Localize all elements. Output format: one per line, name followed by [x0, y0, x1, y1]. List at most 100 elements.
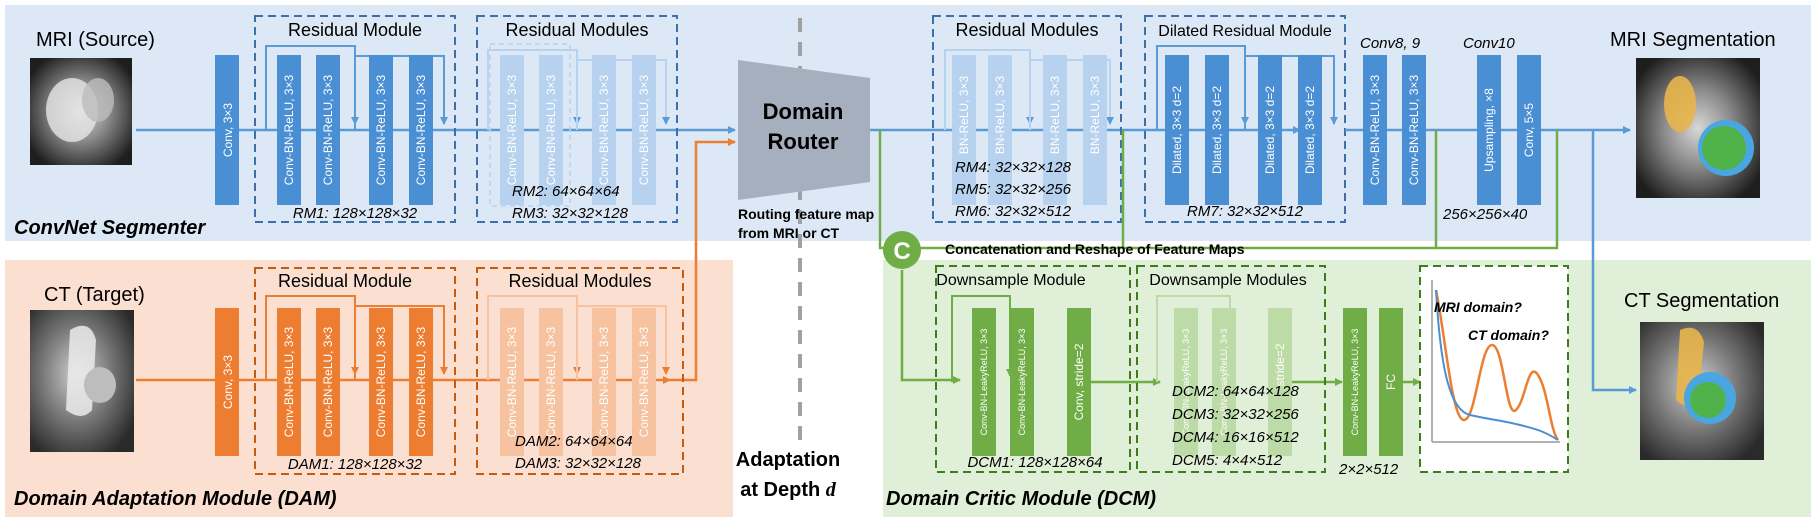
- ct-output-title: CT Segmentation: [1624, 290, 1779, 312]
- svg-text:Conv, 3×3: Conv, 3×3: [221, 103, 235, 157]
- dcm1-title: Downsample Module: [936, 272, 1086, 289]
- dcm1-box: [935, 265, 1131, 473]
- adaptation-line2: at Depth d: [740, 479, 837, 501]
- svg-text:stride=2: stride=2: [1273, 343, 1287, 386]
- conv55-block: Conv, 5×5: [1517, 55, 1541, 205]
- rm1-block-4: Conv-BN-ReLU, 3×3: [409, 55, 433, 205]
- mri-input-title: MRI (Source): [36, 29, 155, 51]
- dcm-fc-block: FC: [1379, 308, 1403, 456]
- svg-text:Dilated, 3×3 d=2: Dilated, 3×3 d=2: [1303, 86, 1317, 174]
- concat-tap-3: [1436, 130, 1559, 250]
- svg-text:Conv-BN-LeakyReLU, 3×3: Conv-BN-LeakyReLU, 3×3: [1181, 329, 1191, 436]
- dam1-block-4: Conv-BN-ReLU, 3×3: [409, 308, 433, 456]
- mri-input-image: [30, 58, 132, 165]
- dam23-block-2: Conv-BN-ReLU, 3×3: [539, 308, 563, 456]
- segmenter-section-title: ConvNet Segmenter: [14, 217, 206, 239]
- dam23-block-4: Conv-BN-ReLU, 3×3: [632, 308, 656, 456]
- svg-text:Conv-BN-ReLU, 3×3: Conv-BN-ReLU, 3×3: [414, 326, 428, 437]
- svg-text:Conv-BN-LeakyReLU, 3×3: Conv-BN-LeakyReLU, 3×3: [1017, 329, 1027, 436]
- dam23-skip-2: [576, 305, 670, 380]
- svg-text:Dilated, 3×3 d=2: Dilated, 3×3 d=2: [1170, 86, 1184, 174]
- ct-output-image: [1640, 322, 1764, 460]
- rm4-size: RM4: 32×32×128: [955, 159, 1072, 176]
- router-caption-line1: Routing feature map: [738, 206, 874, 222]
- dcm1-block-2: Conv-BN-LeakyReLU, 3×3: [1010, 308, 1034, 456]
- ct-domain-curve: [1435, 289, 1559, 441]
- svg-text:BN-ReLU, 3×3: BN-ReLU, 3×3: [1088, 75, 1102, 154]
- rm23-title: Residual Modules: [505, 20, 648, 40]
- svg-text:Conv-BN-ReLU, 3×3: Conv-BN-ReLU, 3×3: [321, 74, 335, 185]
- dcm25-title: Downsample Modules: [1149, 272, 1306, 289]
- segmenter-conv-block: Conv, 3×3: [215, 55, 239, 205]
- rm7-title: Dilated Residual Module: [1158, 23, 1332, 40]
- dam1-size: DAM1: 128×128×32: [288, 456, 423, 473]
- svg-text:Conv, 3×3: Conv, 3×3: [221, 355, 235, 409]
- rm456-block-4: BN-ReLU, 3×3: [1083, 55, 1107, 205]
- svg-text:Conv-BN-ReLU, 3×3: Conv-BN-ReLU, 3×3: [374, 326, 388, 437]
- dam3-size: DAM3: 32×32×128: [515, 455, 642, 472]
- router-title-line2: Router: [768, 129, 839, 154]
- concat-label: Concatenation and Reshape of Feature Map…: [945, 241, 1245, 257]
- dcm25-stride-block: stride=2: [1268, 308, 1292, 456]
- svg-text:Conv-BN-ReLU, 3×3: Conv-BN-ReLU, 3×3: [505, 326, 519, 437]
- svg-text:Conv-BN-ReLU, 3×3: Conv-BN-ReLU, 3×3: [597, 326, 611, 437]
- svg-text:Conv-BN-ReLU, 3×3: Conv-BN-ReLU, 3×3: [282, 326, 296, 437]
- svg-text:Upsampling, ×8: Upsampling, ×8: [1482, 88, 1496, 172]
- dcm5-size: DCM5: 4×4×512: [1172, 452, 1283, 469]
- rm2-size: RM2: 64×64×64: [512, 183, 620, 200]
- ct-input-image: [30, 310, 134, 452]
- dcm1-size: DCM1: 128×128×64: [967, 454, 1102, 471]
- rm7-size: RM7: 32×32×512: [1187, 203, 1304, 220]
- dam1-block-2: Conv-BN-ReLU, 3×3: [316, 308, 340, 456]
- to-ct-output-arrow: [1591, 130, 1637, 394]
- dam-conv-block: Conv, 3×3: [215, 308, 239, 456]
- svg-text:Conv-BN-ReLU, 3×3: Conv-BN-ReLU, 3×3: [282, 74, 296, 185]
- conv89-label: Conv8, 9: [1360, 35, 1421, 52]
- svg-text:Conv-BN-LeakyReLU, 3×3: Conv-BN-LeakyReLU, 3×3: [979, 329, 989, 436]
- svg-text:Conv-BN-ReLU, 3×3: Conv-BN-ReLU, 3×3: [544, 326, 558, 437]
- rm3-size: RM3: 32×32×128: [512, 205, 629, 222]
- dam23-box: [476, 267, 684, 475]
- rm23-block-4: Conv-BN-ReLU, 3×3: [632, 55, 656, 205]
- adaptation-line1: Adaptation: [736, 449, 840, 471]
- rm456-skip-2: [1029, 59, 1114, 130]
- rm1-box: [254, 15, 456, 223]
- rm23-box: [476, 15, 678, 223]
- rm23-block-3: Conv-BN-ReLU, 3×3: [592, 55, 616, 205]
- dam1-block-1: Conv-BN-ReLU, 3×3: [277, 308, 301, 456]
- conv9-block: Conv-BN-ReLU, 3×3: [1402, 55, 1426, 205]
- dam23-block-3: Conv-BN-ReLU, 3×3: [592, 308, 616, 456]
- ct-domain-question: CT domain?: [1468, 327, 1549, 343]
- rm6-size: RM6: 32×32×512: [955, 203, 1072, 220]
- rm1-block-1: Conv-BN-ReLU, 3×3: [277, 55, 301, 205]
- mri-domain-curve: [1434, 289, 1560, 441]
- rm7-block-4: Dilated, 3×3 d=2: [1298, 55, 1322, 205]
- rm7-box: [1144, 15, 1346, 223]
- svg-text:Conv-BN-LeakyReLU, 3×3: Conv-BN-LeakyReLU, 3×3: [1350, 329, 1360, 436]
- dcm2-size: DCM2: 64×64×128: [1172, 383, 1299, 400]
- conv8-block: Conv-BN-ReLU, 3×3: [1363, 55, 1387, 205]
- rm7-block-1: Dilated, 3×3 d=2: [1165, 55, 1189, 205]
- rm456-block-3: BN-ReLU, 3×3: [1043, 55, 1067, 205]
- dcm-leaky-block: Conv-BN-LeakyReLU, 3×3: [1343, 308, 1367, 456]
- svg-text:Conv, stride=2: Conv, stride=2: [1072, 343, 1086, 420]
- svg-text:Conv-BN-ReLU, 3×3: Conv-BN-ReLU, 3×3: [597, 74, 611, 185]
- domain-router: [738, 60, 870, 200]
- dam23-title: Residual Modules: [508, 271, 651, 291]
- router-title-line1: Domain: [763, 99, 844, 124]
- rm23-block-1: Conv-BN-ReLU, 3×3: [500, 55, 524, 205]
- dcm1-stride-block: Conv, stride=2: [1067, 308, 1091, 456]
- dcm25-block-1: Conv-BN-LeakyReLU, 3×3: [1174, 308, 1198, 456]
- rm5-size: RM5: 32×32×256: [955, 181, 1072, 198]
- dcm-section-title: Domain Critic Module (DCM): [886, 488, 1156, 510]
- svg-text:BN-ReLU, 3×3: BN-ReLU, 3×3: [957, 75, 971, 154]
- conv10-label: Conv10: [1463, 35, 1515, 52]
- rm7-block-3: Dilated, 3×3 d=2: [1258, 55, 1282, 205]
- dam2-size: DAM2: 64×64×64: [515, 433, 633, 450]
- rm23-inner-ghost: [489, 43, 571, 207]
- dam1-title: Residual Module: [278, 271, 412, 291]
- rm1-skip-2: [354, 55, 448, 130]
- svg-text:Conv-BN-ReLU, 3×3: Conv-BN-ReLU, 3×3: [1368, 74, 1382, 185]
- concat-symbol: C: [893, 238, 910, 265]
